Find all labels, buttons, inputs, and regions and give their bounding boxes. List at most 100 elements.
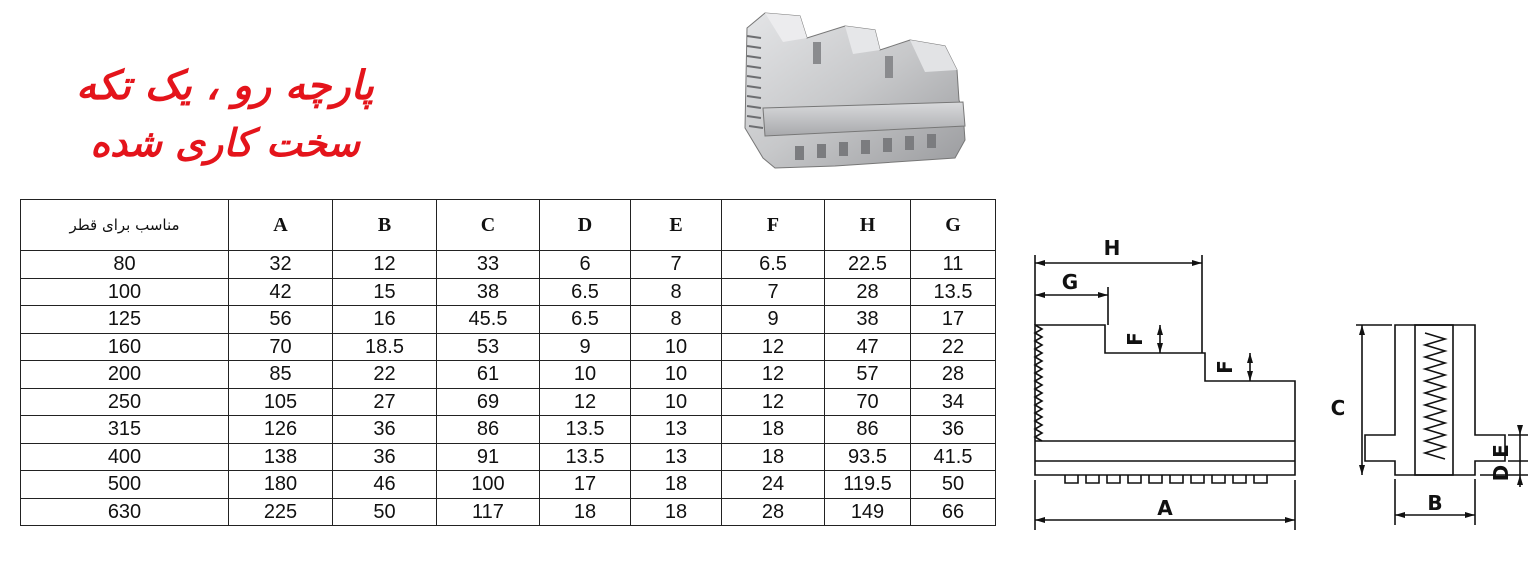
- header-d: D: [539, 199, 631, 251]
- cell: 91: [436, 442, 540, 471]
- table-row: 315 126 36 86 13.5 13 18 86 36: [20, 415, 996, 444]
- header-c: C: [436, 199, 540, 251]
- dim-label-h: H: [1104, 236, 1121, 260]
- cell: 33: [436, 250, 540, 279]
- cell: 100: [20, 277, 229, 306]
- cell: 8: [630, 305, 722, 334]
- cell: 38: [824, 305, 911, 334]
- cell: 86: [436, 415, 540, 444]
- cell: 36: [910, 415, 996, 444]
- cell: 6: [539, 250, 631, 279]
- dim-label-e: E: [1489, 444, 1513, 458]
- cell: 12: [721, 360, 825, 389]
- cell: 36: [332, 415, 437, 444]
- cell: 61: [436, 360, 540, 389]
- cell: 12: [539, 387, 631, 416]
- cell: 18: [721, 415, 825, 444]
- cell: 18: [539, 497, 631, 526]
- cell: 50: [332, 497, 437, 526]
- header-a: A: [228, 199, 333, 251]
- cell: 57: [824, 360, 911, 389]
- cell: 28: [824, 277, 911, 306]
- cell: 18: [721, 442, 825, 471]
- cell: 6.5: [721, 250, 825, 279]
- table-row: 200 85 22 61 10 10 12 57 28: [20, 360, 996, 389]
- table-row: 80 32 12 33 6 7 6.5 22.5 11: [20, 250, 996, 279]
- spec-table: مناسب برای قطر A B C D E F H G 80 32 12 …: [20, 199, 996, 526]
- header-h: H: [824, 199, 911, 251]
- cell: 400: [20, 442, 229, 471]
- table-row: 500 180 46 100 17 18 24 119.5 50: [20, 470, 996, 499]
- cell: 9: [721, 305, 825, 334]
- cell: 69: [436, 387, 540, 416]
- cell: 22.5: [824, 250, 911, 279]
- cell: 47: [824, 332, 911, 361]
- cell: 32: [228, 250, 333, 279]
- cell: 500: [20, 470, 229, 499]
- cell: 12: [721, 387, 825, 416]
- cell: 117: [436, 497, 540, 526]
- cell: 38: [436, 277, 540, 306]
- cell: 105: [228, 387, 333, 416]
- cell: 53: [436, 332, 540, 361]
- cell: 138: [228, 442, 333, 471]
- chuck-jaw-photo-icon: [744, 12, 966, 169]
- table-header-row: مناسب برای قطر A B C D E F H G: [20, 199, 996, 251]
- cell: 13.5: [539, 442, 631, 471]
- cell: 13.5: [539, 415, 631, 444]
- table-row: 125 56 16 45.5 6.5 8 9 38 17: [20, 305, 996, 334]
- cell: 200: [20, 360, 229, 389]
- cell: 70: [228, 332, 333, 361]
- cell: 66: [910, 497, 996, 526]
- cell: 18: [630, 497, 722, 526]
- cell: 34: [910, 387, 996, 416]
- cell: 10: [539, 360, 631, 389]
- table-row: 630 225 50 117 18 18 28 149 66: [20, 497, 996, 526]
- cell: 13: [630, 415, 722, 444]
- cell: 50: [910, 470, 996, 499]
- cell: 28: [721, 497, 825, 526]
- cell: 42: [228, 277, 333, 306]
- cell: 7: [721, 277, 825, 306]
- cell: 93.5: [824, 442, 911, 471]
- cell: 126: [228, 415, 333, 444]
- cell: 250: [20, 387, 229, 416]
- cell: 100: [436, 470, 540, 499]
- cell: 28: [910, 360, 996, 389]
- header-e: E: [630, 199, 722, 251]
- cell: 86: [824, 415, 911, 444]
- dimension-drawing: H G F F A C D E B: [1033, 236, 1528, 530]
- header-diameter: مناسب برای قطر: [20, 199, 229, 251]
- cell: 46: [332, 470, 437, 499]
- cell: 16: [332, 305, 437, 334]
- cell: 12: [332, 250, 437, 279]
- table-row: 250 105 27 69 12 10 12 70 34: [20, 387, 996, 416]
- cell: 160: [20, 332, 229, 361]
- cell: 12: [721, 332, 825, 361]
- cell: 225: [228, 497, 333, 526]
- dim-label-c: C: [1331, 396, 1346, 420]
- cell: 180: [228, 470, 333, 499]
- cell: 27: [332, 387, 437, 416]
- dim-label-f1: F: [1123, 332, 1147, 346]
- title-line-1: پارچه رو ، یک تکه: [76, 62, 374, 109]
- cell: 630: [20, 497, 229, 526]
- cell: 24: [721, 470, 825, 499]
- cell: 15: [332, 277, 437, 306]
- cell: 45.5: [436, 305, 540, 334]
- cell: 18.5: [332, 332, 437, 361]
- cell: 7: [630, 250, 722, 279]
- cell: 56: [228, 305, 333, 334]
- cell: 6.5: [539, 305, 631, 334]
- title-line-2: سخت کاری شده: [90, 120, 360, 165]
- dim-label-b: B: [1427, 491, 1442, 515]
- dim-label-d: D: [1489, 465, 1513, 482]
- dim-label-f2: F: [1213, 360, 1237, 374]
- header-b: B: [332, 199, 437, 251]
- cell: 17: [539, 470, 631, 499]
- cell: 10: [630, 360, 722, 389]
- header-g: G: [910, 199, 996, 251]
- cell: 10: [630, 332, 722, 361]
- cell: 70: [824, 387, 911, 416]
- cell: 13.5: [910, 277, 996, 306]
